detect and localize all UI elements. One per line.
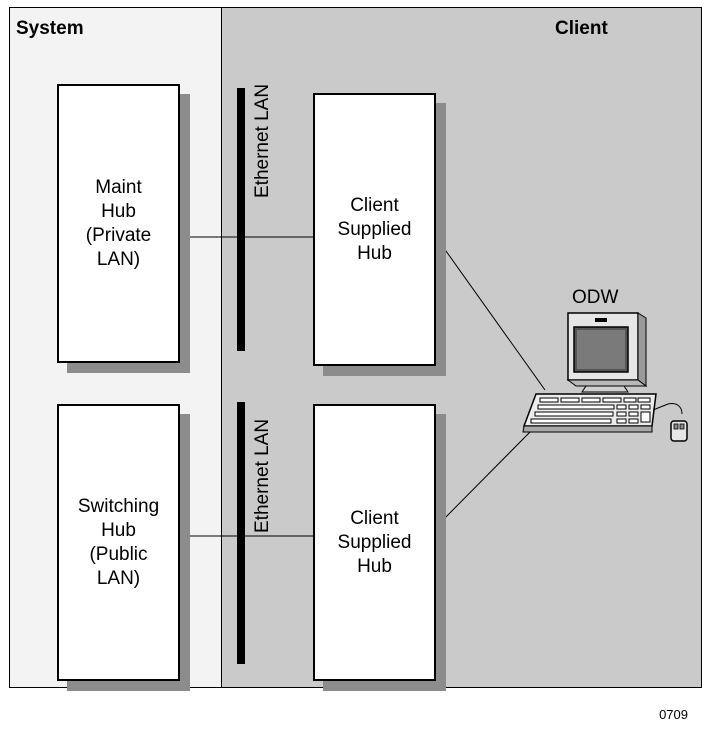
mouse-icon [670, 420, 688, 442]
ethernet-lan-bus-bottom [237, 402, 245, 664]
maint-hub-label: Maint Hub (Private LAN) [85, 176, 152, 270]
maint-hub-box: Maint Hub (Private LAN) [57, 84, 180, 363]
link-hub-top-odw [435, 236, 546, 391]
system-title: System [16, 18, 84, 39]
figure-number: 0709 [659, 707, 688, 722]
odw-label: ODW [572, 287, 619, 308]
ethernet-lan-bus-top [237, 88, 245, 351]
switching-hub-label: Switching Hub (Public LAN) [77, 495, 160, 589]
client-supplied-hub-top: Client Supplied Hub [313, 93, 436, 366]
client-supplied-hub-bottom: Client Supplied Hub [313, 404, 436, 681]
client-title: Client [555, 18, 608, 39]
workstation-icon [522, 312, 683, 433]
ethernet-lan-label-bottom: Ethernet LAN [252, 418, 273, 533]
client-hub-bottom-label: Client Supplied Hub [337, 507, 412, 577]
switching-hub-box: Switching Hub (Public LAN) [57, 404, 180, 681]
client-hub-top-label: Client Supplied Hub [337, 194, 412, 264]
link-hub-bottom-odw [435, 428, 534, 528]
ethernet-lan-label-top: Ethernet LAN [252, 83, 273, 198]
